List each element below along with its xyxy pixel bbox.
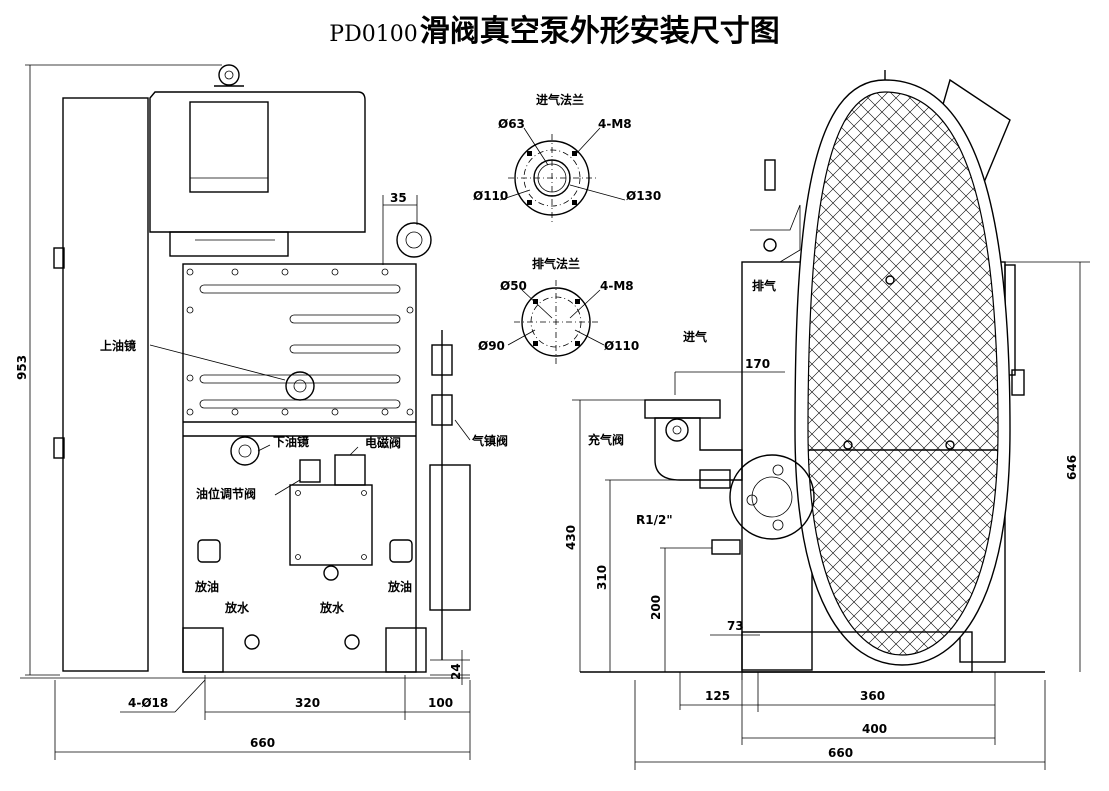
exhaust-flange-d-pitch: Ø90 bbox=[478, 339, 505, 353]
thread-port bbox=[711, 539, 741, 555]
label-water-drain-right: 放水 bbox=[319, 600, 345, 615]
pump-bolts bbox=[186, 268, 414, 416]
motor-body bbox=[149, 91, 366, 233]
oil-drain-valve-left bbox=[197, 539, 221, 563]
dim-foot-24: 24 bbox=[449, 663, 463, 680]
dim-430: 430 bbox=[564, 525, 578, 550]
oil-level-valve bbox=[299, 459, 321, 483]
exhaust-stem bbox=[764, 159, 776, 191]
label-water-drain-left: 放水 bbox=[224, 600, 250, 615]
dim-73: 73 bbox=[727, 619, 744, 633]
side-pulley bbox=[729, 454, 815, 540]
label-lower-oil-sight: 下油镜 bbox=[273, 434, 309, 449]
label-purge-valve: 充气阀 bbox=[588, 432, 624, 447]
dim-125: 125 bbox=[705, 689, 730, 703]
upper-oil-sight bbox=[285, 371, 315, 401]
label-oil-drain-left: 放油 bbox=[194, 579, 219, 594]
dim-100: 100 bbox=[428, 696, 453, 710]
exhaust-flange-d-inner: Ø50 bbox=[500, 279, 527, 293]
inlet-flange-d-pitch: Ø110 bbox=[473, 189, 508, 203]
dim-top-35: 35 bbox=[390, 191, 407, 205]
dim-660-side: 660 bbox=[828, 746, 853, 760]
exhaust-ring bbox=[396, 222, 432, 258]
solenoid-valve bbox=[334, 454, 366, 486]
dim-170: 170 bbox=[745, 357, 770, 371]
dim-646: 646 bbox=[1065, 455, 1079, 480]
side-view bbox=[572, 70, 1090, 770]
label-oil-level-valve: 油位调节阀 bbox=[196, 486, 256, 501]
front-dimensions bbox=[20, 64, 471, 760]
title-model-code: PD0100 bbox=[329, 22, 418, 47]
page-title: PD0100滑阀真空泵外形安装尺寸图 bbox=[0, 6, 1109, 50]
junction-box bbox=[289, 484, 373, 566]
label-exhaust: 排气 bbox=[752, 278, 776, 293]
dim-200: 200 bbox=[649, 595, 663, 620]
label-thread: R1/2" bbox=[636, 513, 673, 527]
water-drain-left bbox=[244, 634, 260, 650]
label-gas-ballast-valve: 气镇阀 bbox=[471, 433, 508, 448]
side-dimensions bbox=[572, 261, 1090, 770]
dim-660-front: 660 bbox=[250, 736, 275, 750]
exhaust-flange bbox=[507, 280, 605, 364]
exhaust-flange-d-outer: Ø110 bbox=[604, 339, 639, 353]
lifting-eye bbox=[218, 64, 240, 86]
exhaust-flange-title: 排气法兰 bbox=[532, 256, 580, 271]
inlet-flange-bolts: 4-M8 bbox=[598, 117, 632, 131]
water-drain-right bbox=[344, 634, 360, 650]
dim-holes: 4-Ø18 bbox=[128, 696, 168, 710]
dim-320: 320 bbox=[295, 696, 320, 710]
inlet-flange-d-inner: Ø63 bbox=[498, 117, 525, 131]
terminal-box bbox=[189, 101, 269, 193]
lower-oil-sight bbox=[230, 436, 260, 466]
inlet-flange-d-outer: Ø130 bbox=[626, 189, 661, 203]
inlet-flange bbox=[499, 127, 626, 222]
label-oil-drain-right: 放油 bbox=[387, 579, 412, 594]
dim-310: 310 bbox=[595, 565, 609, 590]
label-inlet: 进气 bbox=[683, 329, 707, 344]
label-upper-oil-sight: 上油镜 bbox=[100, 338, 136, 353]
exhaust-flange-bolts: 4-M8 bbox=[600, 279, 634, 293]
foot-right bbox=[385, 627, 427, 673]
pump-body bbox=[182, 263, 417, 673]
dim-height-953: 953 bbox=[15, 355, 29, 380]
inlet-flange-title: 进气法兰 bbox=[536, 92, 584, 107]
dim-400: 400 bbox=[862, 722, 887, 736]
purge-valve bbox=[699, 469, 731, 489]
fan-cover bbox=[62, 97, 149, 672]
label-solenoid-valve: 电磁阀 bbox=[365, 435, 401, 450]
title-main: 滑阀真空泵外形安装尺寸图 bbox=[419, 14, 780, 49]
oil-drain-valve-right bbox=[389, 539, 413, 563]
motor-base bbox=[169, 231, 289, 257]
dim-360: 360 bbox=[860, 689, 885, 703]
front-view bbox=[20, 64, 471, 760]
foot-left bbox=[182, 627, 224, 673]
inlet-flange-top bbox=[644, 399, 721, 419]
